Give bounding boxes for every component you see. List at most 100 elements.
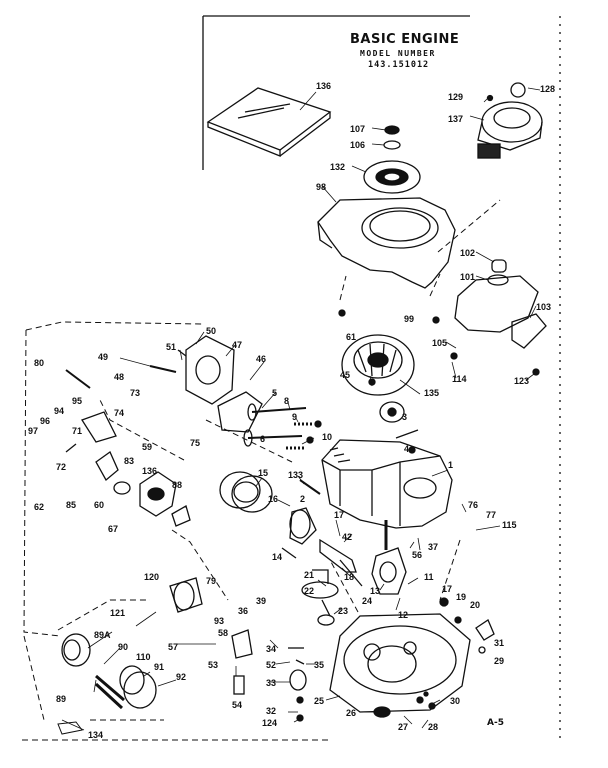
callout-13: 13 <box>370 586 380 596</box>
callout-83: 83 <box>124 456 134 466</box>
callout-4: 4 <box>404 444 409 454</box>
flywheel-part <box>341 334 415 396</box>
callout-9: 9 <box>292 412 297 422</box>
callout-72: 72 <box>56 462 66 472</box>
callout-93: 93 <box>214 616 224 626</box>
callout-8: 8 <box>284 396 289 406</box>
page-reference: A-5 <box>487 718 504 728</box>
callout-5: 5 <box>272 388 277 398</box>
callout-132: 132 <box>330 162 345 172</box>
callout-15: 15 <box>258 468 268 478</box>
callout-29: 29 <box>494 656 504 666</box>
piston-rings-part <box>219 471 317 545</box>
callout-80: 80 <box>34 358 44 368</box>
callout-2: 2 <box>300 494 305 504</box>
tag-part <box>57 721 83 735</box>
callout-25: 25 <box>314 696 324 706</box>
callout-3: 3 <box>402 412 407 422</box>
callout-50: 50 <box>206 326 216 336</box>
callout-106: 106 <box>350 140 365 150</box>
model-number-label: MODEL NUMBER <box>360 49 436 58</box>
callout-36: 36 <box>238 606 248 616</box>
callout-77: 77 <box>486 510 496 520</box>
callout-51: 51 <box>166 342 176 352</box>
callout-79: 79 <box>206 576 216 586</box>
callout-11: 11 <box>424 572 434 582</box>
model-number: 143.151012 <box>368 60 430 70</box>
blower-housing-part <box>317 197 456 289</box>
callout-120: 120 <box>144 572 159 582</box>
carburetor-part <box>95 451 191 527</box>
callout-134: 134 <box>88 730 103 740</box>
callout-103: 103 <box>536 302 551 312</box>
rotating-screen-part <box>363 160 421 194</box>
callout-89: 89 <box>56 694 66 704</box>
callout-60: 60 <box>94 500 104 510</box>
callout-123: 123 <box>514 376 529 386</box>
callout-73: 73 <box>130 388 140 398</box>
callout-28: 28 <box>428 722 438 732</box>
callout-53: 53 <box>208 660 218 670</box>
callout-37: 37 <box>428 542 438 552</box>
cylinder-block-part <box>321 439 453 529</box>
callout-90: 90 <box>118 642 128 652</box>
callout-136: 136 <box>316 81 331 91</box>
callout-52: 52 <box>266 660 276 670</box>
callout-91: 91 <box>154 662 164 672</box>
crankshaft-part <box>371 520 407 595</box>
callout-47: 47 <box>232 340 242 350</box>
callout-128: 128 <box>540 84 555 94</box>
callout-1: 1 <box>448 460 453 470</box>
callout-14: 14 <box>272 552 282 562</box>
callout-107: 107 <box>350 124 365 134</box>
callout-57: 57 <box>168 642 178 652</box>
callout-49: 49 <box>98 352 108 362</box>
callout-135: 135 <box>424 388 439 398</box>
callout-101: 101 <box>460 272 475 282</box>
callout-97: 97 <box>28 426 38 436</box>
callout-121: 121 <box>110 608 125 618</box>
sump-base-part <box>329 613 471 718</box>
callout-16: 16 <box>268 494 278 504</box>
callout-61: 61 <box>346 332 356 342</box>
callout-99: 99 <box>404 314 414 324</box>
callout-6: 6 <box>260 434 265 444</box>
diagram-title: BASIC ENGINE <box>350 32 460 47</box>
callout-39: 39 <box>256 596 266 606</box>
callout-137: 137 <box>448 114 463 124</box>
governor-parts <box>231 629 307 722</box>
callout-32: 32 <box>266 706 276 716</box>
callout-58: 58 <box>218 628 228 638</box>
callout-56: 56 <box>412 550 422 560</box>
breaker-parts <box>379 401 419 454</box>
callout-136b: 136 <box>142 466 157 476</box>
callout-92: 92 <box>176 672 186 682</box>
callout-105: 105 <box>432 338 447 348</box>
callout-96: 96 <box>40 416 50 426</box>
connecting-rod-part <box>319 538 363 587</box>
callout-23: 23 <box>338 606 348 616</box>
callout-35: 35 <box>314 660 324 670</box>
callout-98: 98 <box>316 182 326 192</box>
linkage-part <box>65 369 117 453</box>
callout-85: 85 <box>66 500 76 510</box>
callout-71: 71 <box>72 426 82 436</box>
callout-26: 26 <box>346 708 356 718</box>
callout-22: 22 <box>304 586 314 596</box>
callout-94: 94 <box>54 406 64 416</box>
callout-115: 115 <box>502 520 517 530</box>
callout-30: 30 <box>450 696 460 706</box>
callout-17b: 17 <box>442 584 452 594</box>
callout-67: 67 <box>108 524 118 534</box>
callout-89a: 89A <box>94 630 111 640</box>
callout-88: 88 <box>172 480 182 490</box>
callout-74: 74 <box>114 408 124 418</box>
rewind-starter-part <box>477 82 543 159</box>
callout-129: 129 <box>448 92 463 102</box>
callout-18: 18 <box>344 572 354 582</box>
callout-102: 102 <box>460 248 475 258</box>
callout-95: 95 <box>72 396 82 406</box>
callout-27: 27 <box>398 722 408 732</box>
callout-24: 24 <box>362 596 372 606</box>
